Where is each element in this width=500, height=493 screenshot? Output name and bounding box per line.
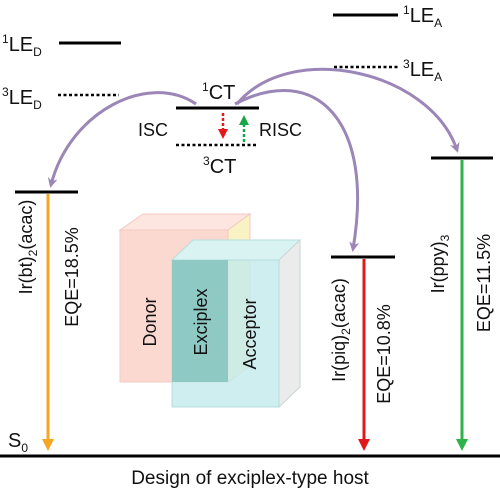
energy-transfer-arrows (47, 67, 460, 252)
emission-arrows (42, 160, 468, 451)
acceptor-label: Acceptor (240, 298, 260, 369)
label-1ct: 1CT (202, 80, 235, 104)
exciplex-label: Exciplex (191, 288, 211, 355)
diagram-caption: Design of exciplex-type host (131, 468, 369, 489)
emitter-eqe-bt: EQE=18.5% (62, 227, 82, 327)
isc-label: ISC (138, 120, 168, 140)
label-s0: S0 (8, 430, 28, 455)
emitter-name-piq: Ir(piq)2(acac) (329, 278, 353, 382)
transfer-arrow-to-piq (234, 88, 360, 252)
label-3ct: 3CT (203, 154, 236, 178)
isc-risc: ISC RISC (138, 113, 302, 142)
risc-label: RISC (259, 120, 302, 140)
label-1le-a: 1LEA (403, 3, 442, 30)
label-3le-a: 3LEA (403, 57, 442, 84)
emitter-labels: Ir(bt)2(acac) EQE=18.5% Ir(piq)2(acac) E… (16, 200, 494, 404)
label-3le-d: 3LED (2, 85, 42, 112)
transfer-arrow-to-ppy (235, 67, 460, 153)
emitter-eqe-piq: EQE=10.8% (374, 304, 394, 404)
donor-label: Donor (140, 297, 160, 346)
exciplex-overlap (172, 260, 228, 382)
label-1le-d: 1LED (2, 32, 42, 59)
energy-levels (0, 13, 500, 458)
transfer-arrow-to-bt (47, 91, 197, 188)
state-labels: 1LED 3LED 1LEA 3LEA 1CT 3CT S0 (2, 3, 442, 455)
emitter-name-bt: Ir(bt)2(acac) (16, 200, 40, 295)
emitter-eqe-ppy: EQE=11.5% (474, 234, 494, 332)
emitter-name-ppy: Ir(ppy)3 (428, 234, 452, 293)
host-blocks: Donor Exciplex Acceptor (118, 213, 302, 409)
